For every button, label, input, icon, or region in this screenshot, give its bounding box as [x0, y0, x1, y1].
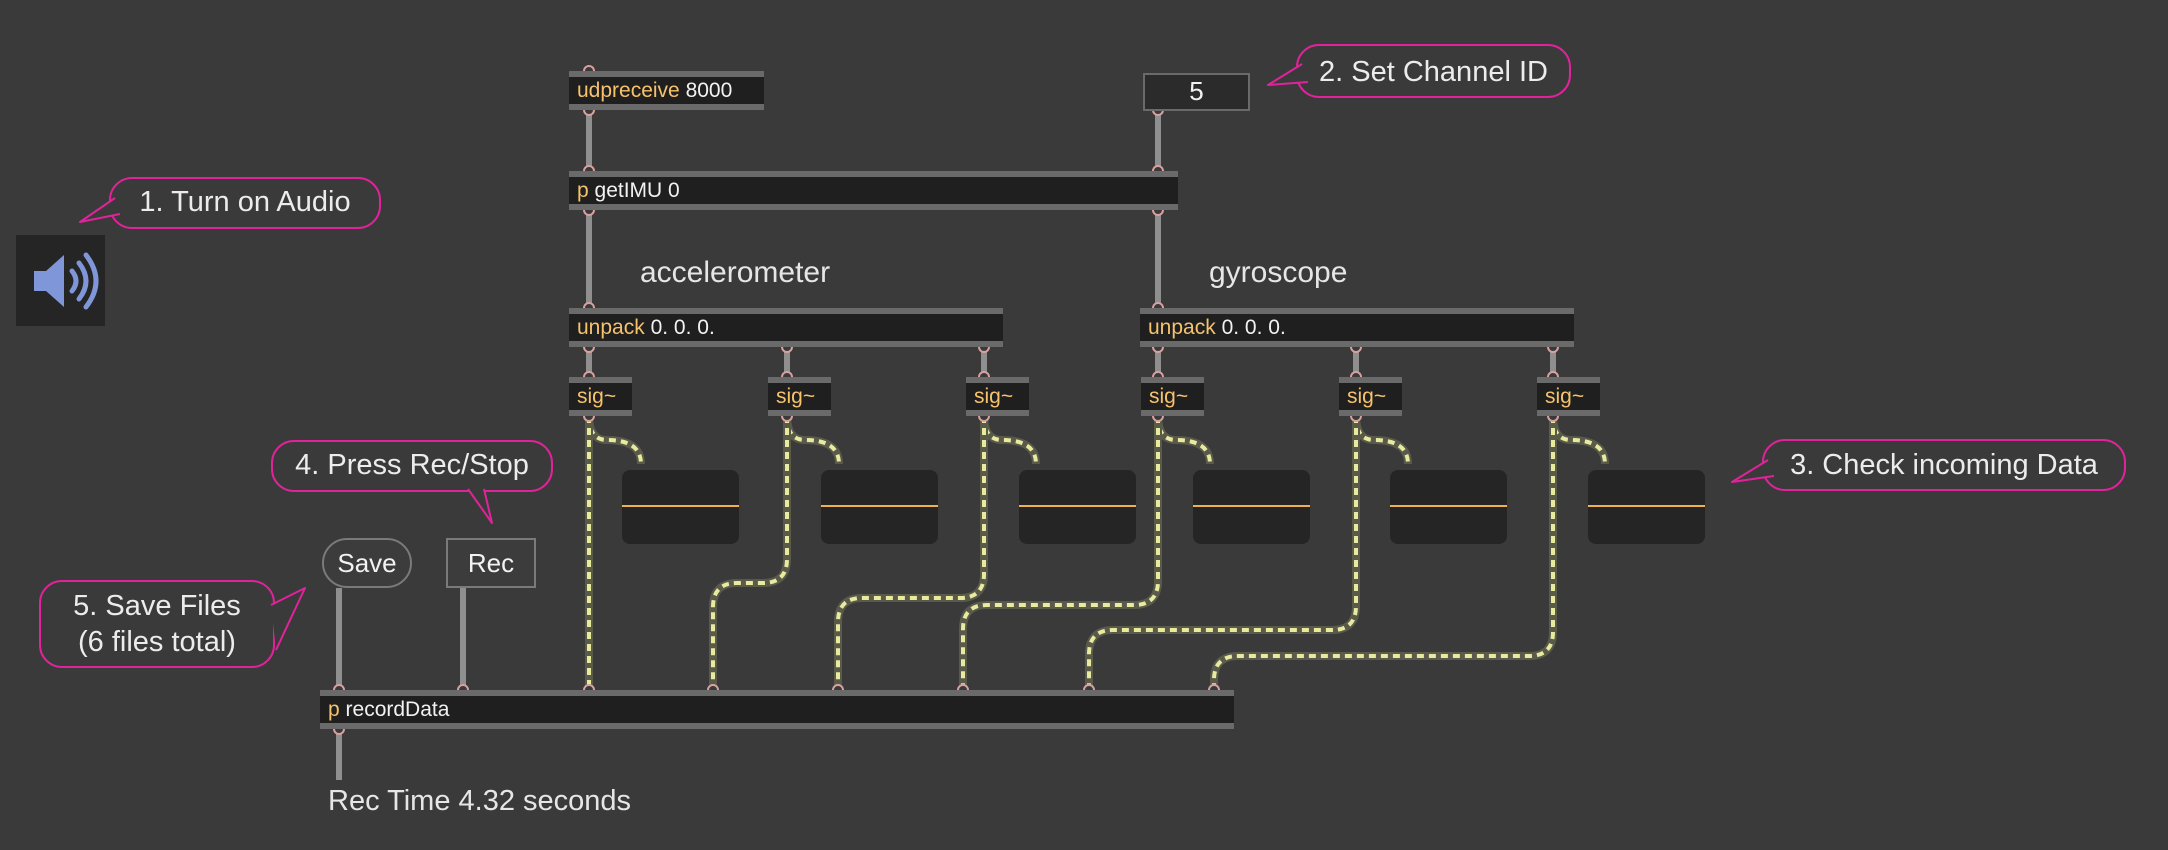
signal-patch-cord: [1087, 416, 1358, 690]
object-args: recordData: [345, 698, 450, 721]
signal-patch-cord: [959, 416, 1162, 690]
object-keyword: sig~: [776, 385, 816, 408]
signal-patch-cord: [709, 416, 791, 690]
speaker-icon: [34, 252, 99, 310]
signal-patch-cord: [711, 416, 789, 690]
unpack-gyroscope-object[interactable]: unpack 0. 0. 0.: [1140, 308, 1574, 347]
sig-object[interactable]: sig~: [1141, 377, 1204, 416]
signal-meter: [1193, 470, 1310, 544]
rec-time-readout: Rec Time 4.32 seconds: [328, 785, 632, 817]
sig-object[interactable]: sig~: [768, 377, 831, 416]
object-keyword: unpack: [577, 316, 645, 339]
save-button[interactable]: Save: [322, 538, 412, 588]
comment-press-rec-stop: 4. Press Rec/Stop: [295, 449, 529, 481]
comment-bubble-tail: [1731, 459, 1775, 483]
comment-check-incoming-data: 3. Check incoming Data: [1790, 449, 2098, 481]
comment-line: 5. Save Files: [73, 590, 241, 622]
signal-patch-cord: [1210, 416, 1557, 690]
signal-meter: [1390, 470, 1507, 544]
patch-cords: [333, 65, 1609, 780]
comment-save-files: 5. Save Files (6 files total): [40, 588, 274, 660]
object-keyword: sig~: [577, 385, 617, 408]
signal-meter: [1019, 470, 1136, 544]
rec-button[interactable]: Rec: [446, 538, 536, 588]
signal-patch-cord: [1085, 416, 1360, 690]
object-keyword: sig~: [1545, 385, 1585, 408]
comment-bubble: [271, 440, 553, 492]
channel-id-number-box[interactable]: 5: [1143, 73, 1250, 111]
signal-meter: [622, 470, 739, 544]
signal-patch-cord: [1212, 416, 1555, 690]
signal-patch-cord: [961, 416, 1160, 690]
object-args: getIMU 0: [594, 179, 680, 202]
comment-bubbles: [39, 44, 2126, 668]
comment-bubble-tail: [79, 197, 121, 223]
gyroscope-label: gyroscope: [1209, 256, 1348, 289]
object-keyword: sig~: [974, 385, 1014, 408]
comment-bubble-tail: [467, 488, 493, 524]
recorddata-subpatch[interactable]: p recordData: [320, 690, 1234, 729]
object-keyword: udpreceive: [577, 79, 680, 102]
comment-bubble-tail: [270, 587, 306, 651]
signal-meter: [1588, 470, 1705, 544]
comment-bubble-tail: [1267, 63, 1309, 86]
sig-object[interactable]: sig~: [1339, 377, 1402, 416]
object-keyword: sig~: [1347, 385, 1387, 408]
sig-object[interactable]: sig~: [1537, 377, 1600, 416]
getimu-subpatch[interactable]: p getIMU 0: [569, 171, 1178, 210]
object-args: 8000: [685, 79, 733, 102]
object-keyword: p: [328, 698, 340, 721]
udpreceive-object[interactable]: udpreceive 8000: [569, 71, 764, 110]
object-args: 0. 0. 0.: [650, 316, 715, 339]
object-args: 0. 0. 0.: [1221, 316, 1286, 339]
signal-patch-cord: [836, 416, 986, 690]
object-keyword: p: [577, 179, 589, 202]
sig-object[interactable]: sig~: [569, 377, 632, 416]
unpack-accelerometer-object[interactable]: unpack 0. 0. 0.: [569, 308, 1003, 347]
sig-object[interactable]: sig~: [966, 377, 1029, 416]
signal-meter: [821, 470, 938, 544]
object-keyword: unpack: [1148, 316, 1216, 339]
comment-line: (6 files total): [78, 626, 236, 658]
comment-set-channel-id: 2. Set Channel ID: [1319, 56, 1548, 88]
audio-toggle-button[interactable]: [16, 235, 105, 326]
comment-turn-on-audio: 1. Turn on Audio: [139, 186, 351, 218]
accelerometer-label: accelerometer: [640, 256, 831, 289]
object-keyword: sig~: [1149, 385, 1189, 408]
